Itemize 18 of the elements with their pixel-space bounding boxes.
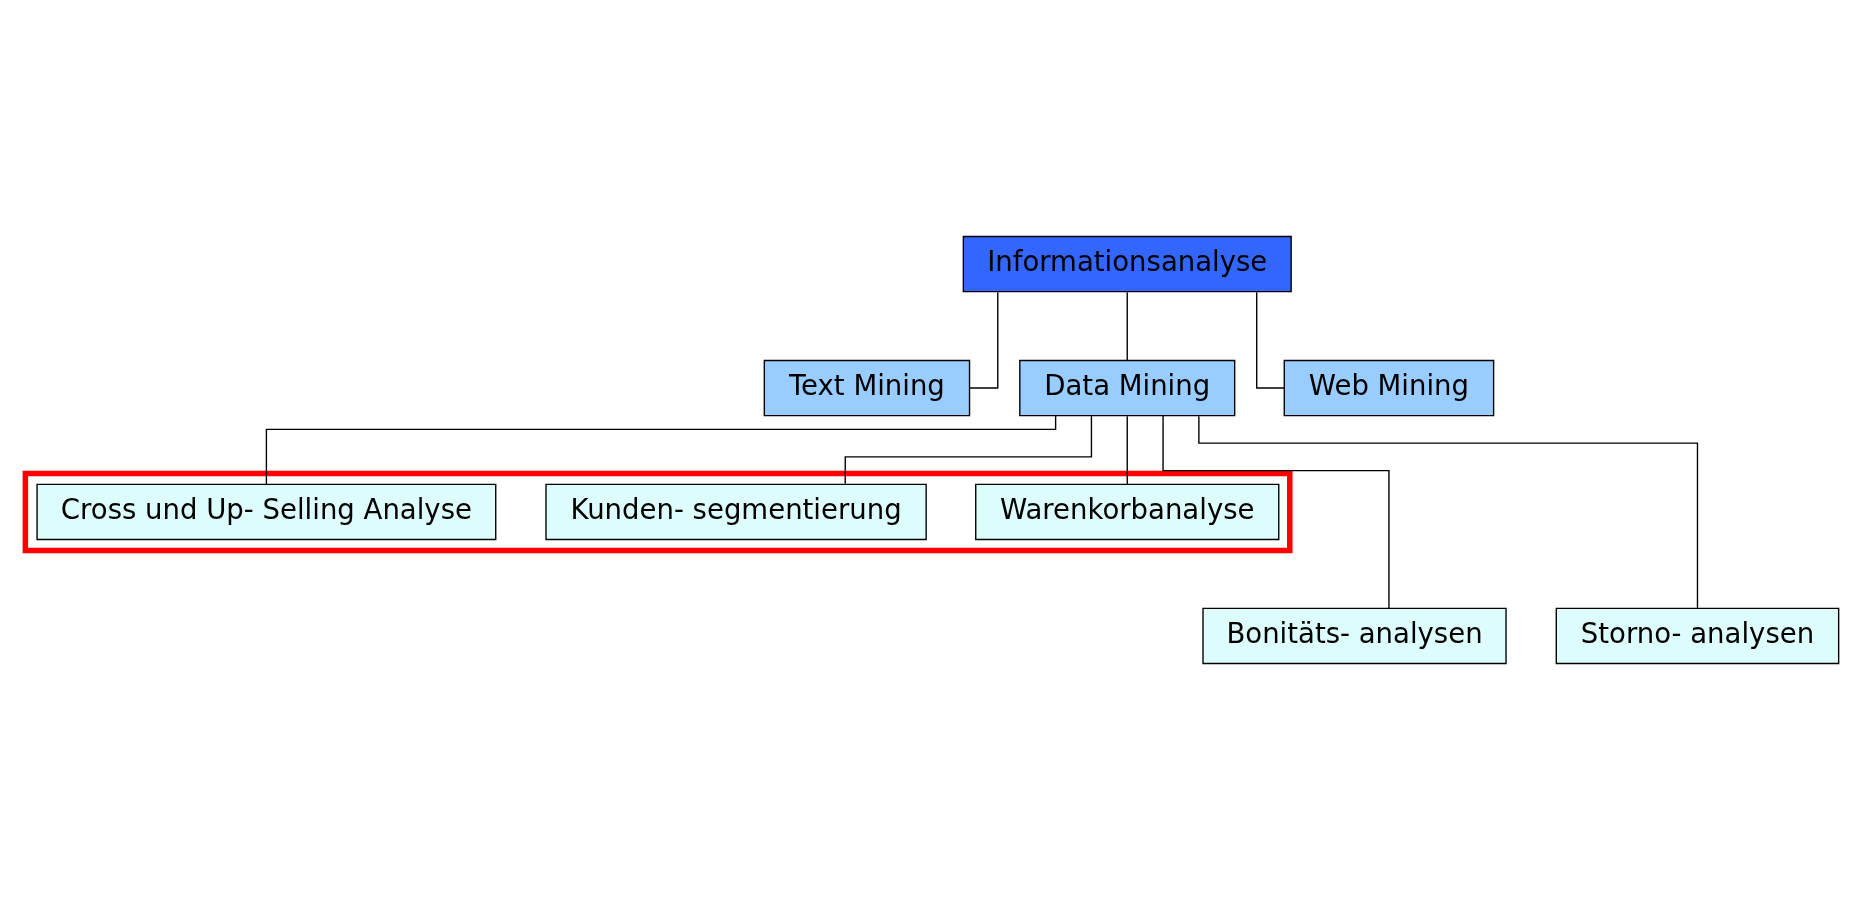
connector bbox=[1198, 415, 1699, 609]
node-box: Warenkorbanalyse bbox=[975, 483, 1280, 541]
node-box: Storno- analysen bbox=[1555, 607, 1840, 665]
connector bbox=[265, 415, 1057, 485]
connector bbox=[1256, 291, 1285, 389]
node-box: Kunden- segmentierung bbox=[545, 483, 927, 541]
node-box: Informationsanalyse bbox=[962, 235, 1292, 293]
node-box: Data Mining bbox=[1019, 359, 1236, 417]
connector bbox=[1126, 415, 1128, 486]
connector bbox=[969, 291, 999, 389]
node-box: Text Mining bbox=[763, 359, 971, 417]
node-box: Bonitäts- analysen bbox=[1202, 607, 1507, 665]
node-box: Web Mining bbox=[1283, 359, 1495, 417]
cluster bbox=[22, 470, 1293, 554]
connector bbox=[844, 414, 1093, 485]
node-box: Cross und Up- Selling Analyse bbox=[36, 483, 497, 541]
connector bbox=[1126, 291, 1128, 362]
connector bbox=[1162, 415, 1390, 609]
